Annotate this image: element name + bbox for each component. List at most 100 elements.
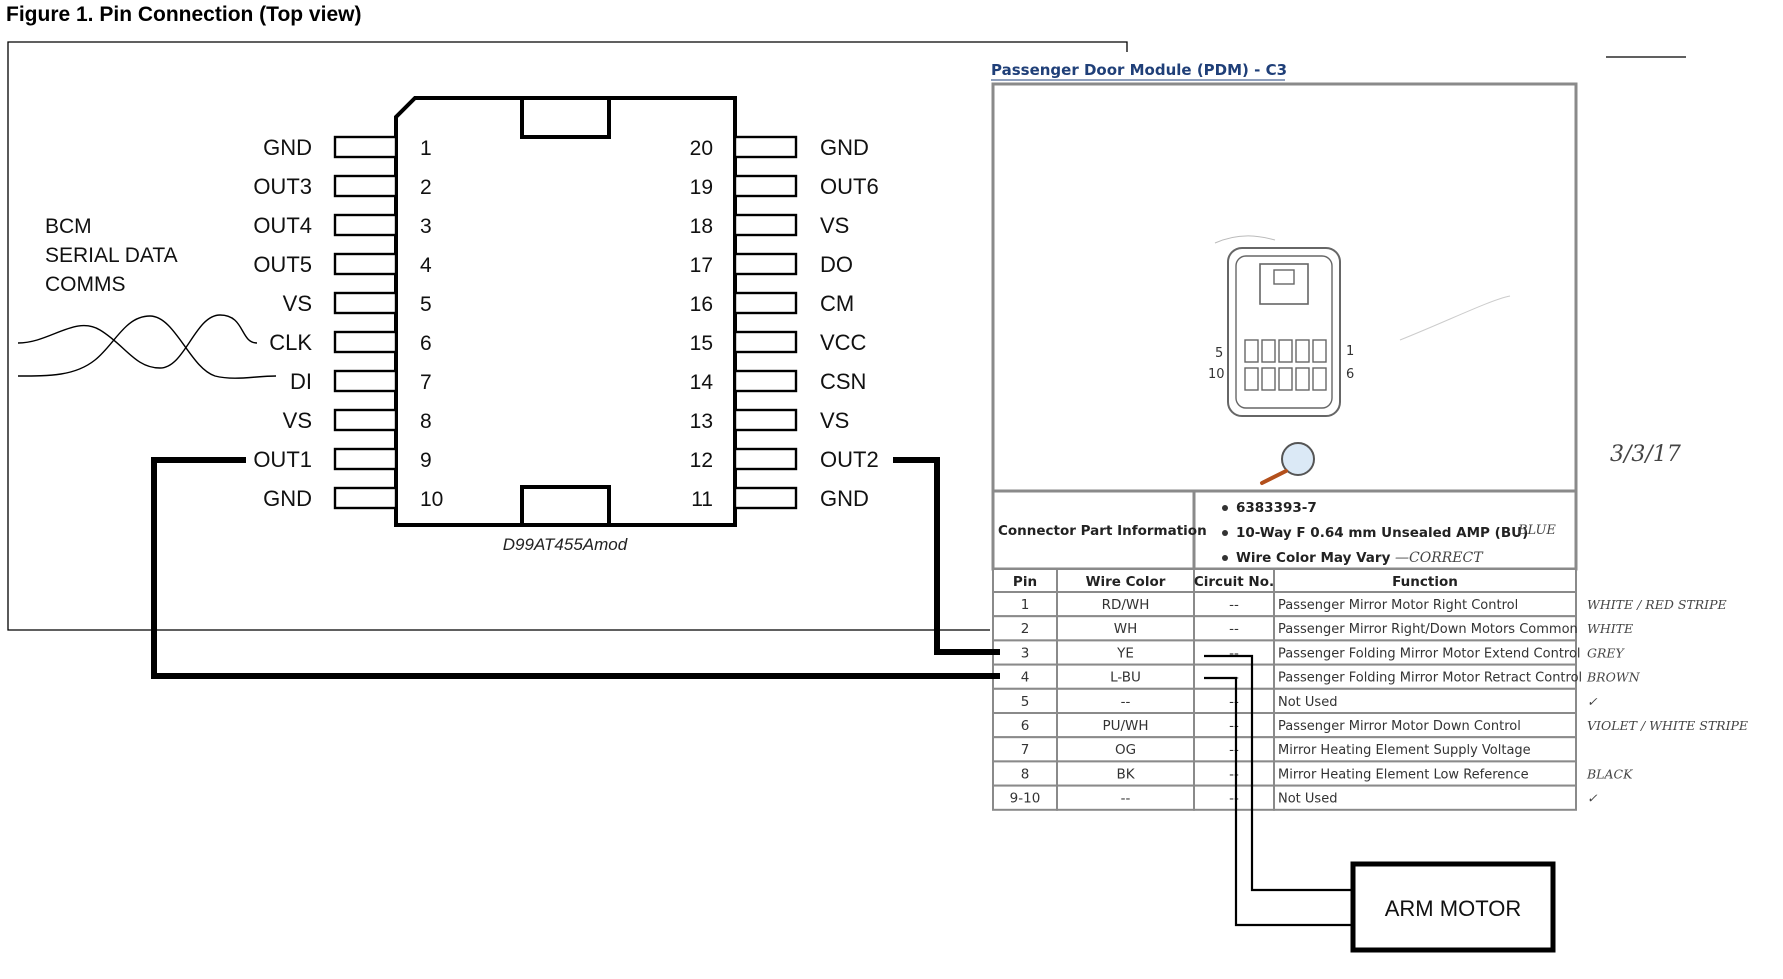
chip-pin-name: DI [290,369,312,394]
table-cell-pin: 4 [1021,670,1030,686]
connector-cavity [1278,367,1293,391]
table-cell-function: Mirror Heating Element Low Reference [1278,767,1529,782]
connector-info-line: 6383393-7 [1236,500,1317,516]
table-cell [1273,639,1577,666]
chip-notch-bottom [520,485,611,525]
chip-pin-stub [733,486,798,510]
chip-pin-stub [733,213,798,237]
table-header: Wire Color [1086,574,1166,590]
table-cell-pin: 2 [1021,621,1030,637]
chip-pin-number: 20 [690,137,713,160]
table-cell [1273,615,1577,642]
chip-pin-number: 8 [420,410,432,433]
connector-cavity [1295,339,1310,363]
connector-face-icon [1227,247,1341,417]
handwritten-date: 3/3/17 [1610,442,1681,467]
chip-pin-number: 18 [690,215,713,238]
chip-pin-number: 10 [420,488,443,511]
table-cell [1056,663,1195,690]
chip-pin-stub [333,447,398,471]
table-cell-wire-color: PU/WH [1102,718,1148,734]
wire-pin4-to-arm-motor [1204,676,1352,927]
chip-pin-stub [733,330,798,354]
connector-info-line: Wire Color May Vary [1236,550,1391,566]
table-cell [992,687,1058,714]
wire-out1-to-pin4 [151,457,1000,679]
handwritten-row-note: BROWN [1586,670,1641,685]
table-header: Function [1392,574,1458,590]
table-cell-circuit: -- [1229,766,1239,782]
chip-pin-number: 5 [420,293,432,316]
connector-cavity [1244,339,1259,363]
arm-motor-box [1350,861,1556,953]
chip-pin-name: VS [820,408,849,433]
chip-pin-name: OUT3 [253,174,312,199]
chip-pin-name: GND [820,486,869,511]
chip-pin-stub [333,291,398,315]
table-cell [1273,784,1577,811]
chip-pin-name: VS [283,291,312,316]
connector-cavity [1278,339,1293,363]
chip-pin-number: 4 [420,254,432,277]
table-cell [1193,784,1275,811]
connector-image-box [991,82,1578,493]
connector-pin-label-6: 6 [1346,367,1354,382]
table-cell-circuit: -- [1229,645,1239,661]
connector-cavity [1261,367,1276,391]
connector-pin-label-10: 10 [1208,367,1225,382]
chip-pin-stub [733,174,798,198]
chip-pin-name: VCC [820,330,867,355]
chip-pin-number: 19 [690,176,713,199]
table-cell-pin: 1 [1021,597,1030,613]
table-cell-circuit: -- [1229,694,1239,710]
table-cell-function: Not Used [1278,695,1337,710]
chip-pin-name: CSN [820,369,866,394]
chip-pin-stub [733,252,798,276]
chip-notch-top [520,98,611,139]
chip-pin-number: 11 [691,488,713,511]
chip-right-pins: GND20OUT619VS18DO17CM16VCC15CSN14VS13OUT… [690,135,879,511]
bullet-icon [1222,555,1228,561]
table-cell-pin: 7 [1021,742,1030,758]
bullet-icon [1222,505,1228,511]
magnifier-icon [1260,442,1315,485]
outer-frame [7,41,1128,631]
table-cell [1273,736,1577,763]
chip-pin-number: 14 [690,371,714,394]
serial-wave-di [17,315,277,379]
bcm-label-line-2: SERIAL DATA [45,244,178,267]
chip-pin-name: OUT2 [820,447,879,472]
chip-pin-name: OUT5 [253,252,312,277]
table-cell-wire-color: YE [1116,645,1134,661]
chip-pin-number: 2 [420,176,432,199]
chip-pin-name: GND [263,135,312,160]
table-cell-function: Not Used [1278,792,1337,807]
chip-pin-name: CM [820,291,854,316]
chip-pin-stub [733,291,798,315]
connector-info-line: 10-Way F 0.64 mm Unsealed AMP (BU) [1236,525,1528,541]
table-cell [1273,760,1577,787]
bcm-label-line-3: COMMS [45,273,126,296]
chip-pin-name: GND [820,135,869,160]
table-cell-pin: 5 [1021,694,1030,710]
handwritten-row-note: WHITE [1587,621,1633,636]
chip-pin-number: 7 [420,371,432,394]
pdm-title: Passenger Door Module (PDM) - C3 [991,61,1287,79]
table-cell-wire-color: BK [1116,766,1135,782]
table-cell-circuit: -- [1229,597,1239,613]
arm-motor-label: ARM MOTOR [1385,896,1521,921]
wire-out2-to-pin3 [893,457,1000,655]
chip-pin-number: 1 [420,137,432,160]
table-cell [1273,712,1577,739]
ic-chip: D99AT455Amod [394,96,737,554]
handwritten-correct: —CORRECT [1395,550,1484,566]
wire-pin3-to-arm-motor [1204,654,1352,892]
table-cell-function: Passenger Folding Mirror Motor Retract C… [1278,671,1582,686]
table-cell-wire-color: -- [1121,791,1131,807]
chip-pin-stub [333,486,398,510]
table-cell-circuit: -- [1229,742,1239,758]
table-cell-wire-color: OG [1115,742,1136,758]
table-cell-circuit: -- [1229,791,1239,807]
chip-pin-name: GND [263,486,312,511]
